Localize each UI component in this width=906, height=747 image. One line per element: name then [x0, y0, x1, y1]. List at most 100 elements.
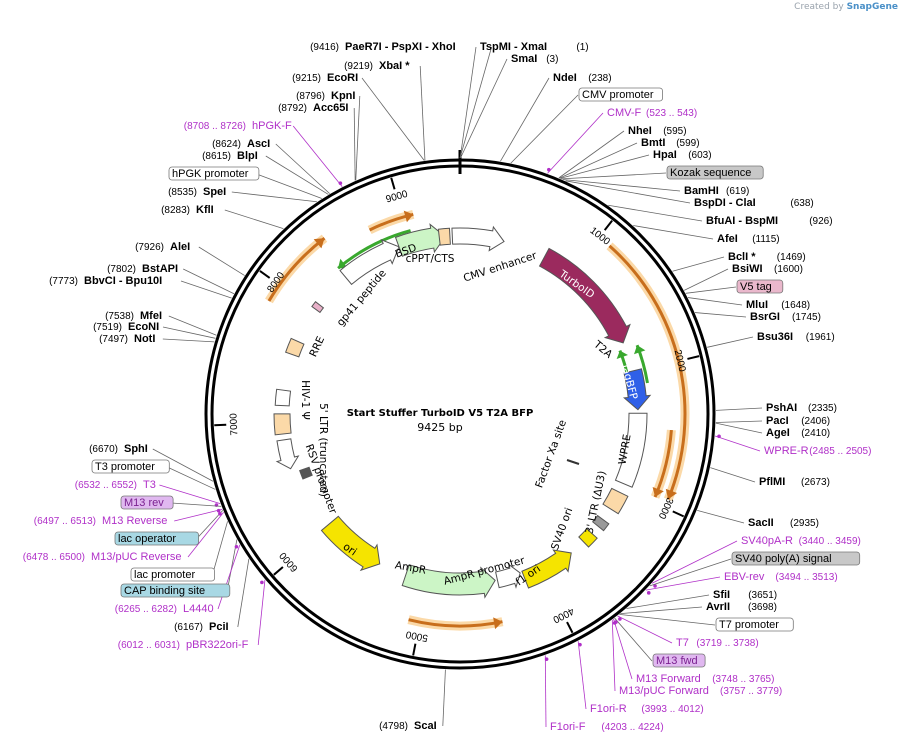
site-label: (7519)EcoNI [93, 321, 159, 333]
ltr3-box [602, 487, 629, 515]
site-position: (595) [663, 126, 686, 137]
tagbfp-arrow [622, 368, 652, 411]
site-label: M13 rev [120, 495, 174, 510]
site-name: EcoRI [327, 72, 358, 84]
scale-tick [273, 566, 284, 576]
scale-tick-label: 2000 [672, 349, 688, 374]
site-position: (599) [676, 138, 699, 149]
site-name: SV40 poly(A) signal [735, 553, 832, 565]
site-label: SV40pA-R(3440 .. 3459) [741, 535, 861, 547]
site-leader-line [174, 508, 223, 522]
primer-marker [544, 657, 549, 661]
site-position: (8624) [212, 139, 241, 150]
inner-feature-label: CMV enhancer [462, 249, 539, 284]
site-leader-line [162, 338, 215, 343]
site-position: (3993 .. 4012) [641, 704, 703, 715]
scale-tick [214, 423, 227, 427]
site-leader-line [710, 467, 756, 483]
orf-arrowhead [403, 210, 414, 223]
site-name: PflMI [759, 476, 785, 488]
scale-tick [259, 270, 271, 279]
site-name: T7 [676, 637, 689, 649]
site-label: (7538)MfeI [105, 310, 162, 322]
feature-label-box [578, 87, 663, 102]
scale-tick [672, 510, 685, 518]
site-label: (6532 .. 6552)T3 [75, 479, 156, 491]
site-name: ScaI [414, 720, 437, 732]
site-leader-line [619, 613, 716, 626]
site-label: M13/pUC Forward(3757 .. 3779) [619, 685, 782, 697]
scale-tick-label: 7000 [228, 413, 240, 436]
primer-marker [646, 591, 651, 595]
site-name: M13/pUC Reverse [91, 551, 181, 563]
site-leader-line [565, 180, 691, 204]
site-leader-line [183, 268, 235, 295]
inner-feature-label: cPPT/CTS [406, 253, 455, 265]
site-label: SacII(2935) [748, 517, 819, 529]
site-position: (2485 .. 2505) [809, 446, 871, 457]
site-leader-line [257, 579, 266, 646]
site-leader-line [353, 107, 356, 181]
site-label: (7926)AleI [135, 241, 190, 253]
orf-arrowhead [493, 617, 503, 630]
site-label: CMV-F(523 .. 543) [607, 107, 697, 119]
site-position: (7773) [49, 276, 78, 287]
site-name: MluI [746, 299, 768, 311]
site-position: (603) [688, 150, 711, 161]
site-position: (3) [546, 54, 558, 65]
site-position: (3651) [748, 590, 777, 601]
site-name: SpeI [203, 186, 226, 198]
site-label: TspMI - XmaI(1) [480, 41, 589, 53]
site-name: KflI [196, 204, 214, 216]
site-label: SmaI(3) [511, 53, 558, 65]
site-leader-line [672, 256, 725, 272]
site-name: XbaI * [379, 60, 410, 72]
feature-label-box [731, 551, 861, 566]
gp41-box [311, 300, 325, 314]
site-leader-line [212, 521, 228, 576]
site-label: CMV promoter [578, 87, 663, 102]
site-name: M13 rev [124, 497, 164, 509]
site-name: NotI [134, 333, 155, 345]
orf-arrowhead [616, 350, 628, 360]
site-label: PacI(2406) [766, 415, 830, 427]
site-label: M13 Forward(3748 .. 3765) [636, 673, 774, 685]
site-name: BamHI [684, 185, 719, 197]
site-name: TspMI - XmaI [480, 41, 547, 53]
site-name: BbvCI - Bpu10I [84, 275, 162, 287]
site-leader-line [707, 336, 754, 348]
site-position: (1745) [792, 312, 821, 323]
site-leader-line [562, 179, 681, 192]
feature-label-box [120, 583, 231, 598]
feature-label-box [652, 653, 706, 668]
site-name: AgeI [766, 427, 790, 439]
site-position: (4203 .. 4224) [601, 722, 663, 733]
site-leader-line [159, 484, 221, 505]
site-label: HpaI(603) [653, 149, 712, 161]
primer-marker [338, 181, 343, 185]
site-leader-line [683, 268, 729, 291]
site-position: (6012 .. 6031) [118, 640, 180, 651]
site-leader-line [560, 154, 650, 179]
site-name: CMV-F [607, 107, 642, 119]
f1-ori-arrow [521, 549, 572, 589]
site-name: lac promoter [134, 569, 195, 581]
site-position: (7926) [135, 242, 164, 253]
site-position: (3698) [748, 602, 777, 613]
site-leader-line [561, 172, 667, 180]
site-leader-line [361, 77, 425, 161]
site-name: F1ori-F [550, 721, 586, 733]
site-label: (9416)PaeR7I - PspXI - XhoI [310, 41, 456, 53]
site-name: PaeR7I - PspXI - XhoI [345, 41, 456, 53]
inner-feature-label: WPRE [616, 433, 633, 465]
site-leader-line [714, 435, 761, 452]
plasmid-title: Start Stuffer TurboID V5 T2A BFP 9425 bp [320, 408, 560, 434]
ori-arrow [320, 515, 381, 572]
scale-tick [566, 621, 574, 634]
site-leader-line [419, 65, 426, 161]
site-position: (8283) [161, 205, 190, 216]
site-position: (619) [726, 186, 749, 197]
site-leader-line [715, 407, 763, 411]
site-leader-line [237, 558, 250, 628]
inner-feature-label: 5' LTR (truncated) [317, 403, 329, 497]
